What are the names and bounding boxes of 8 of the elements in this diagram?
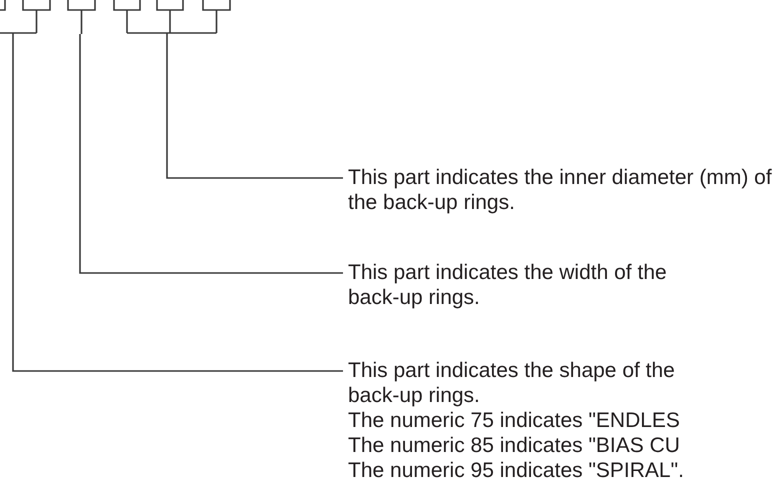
numeric-code-note: The numeric 75 indicates "ENDLES (348, 408, 678, 433)
description-text: This part indicates the shape of the back-up rings. (348, 358, 676, 408)
description-text: This part indicates the width of the back-up rings. (348, 260, 668, 310)
leader-line (79, 34, 343, 274)
leader-line (166, 34, 343, 179)
description-text: This part indicates the inner diameter (mm) of the back-up rings. (348, 165, 773, 215)
leader-line (12, 34, 343, 372)
numeric-code-note: The numeric 85 indicates "BIAS CU (348, 433, 678, 458)
